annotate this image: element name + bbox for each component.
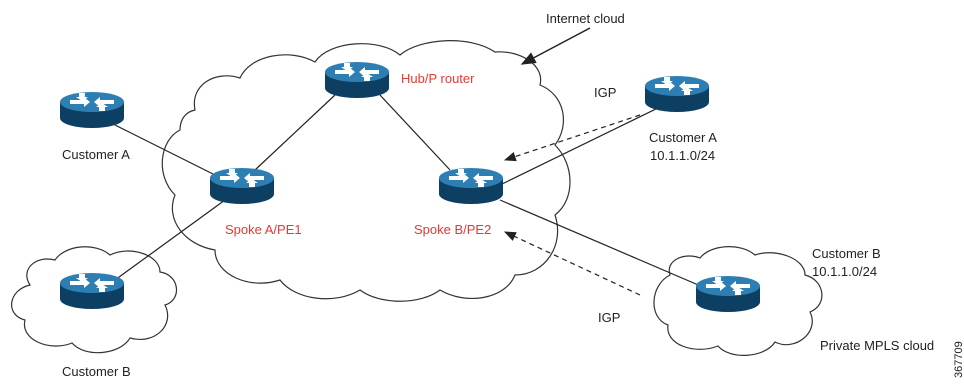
igp-label-top: IGP xyxy=(594,85,616,100)
private-mpls-cloud-label: Private MPLS cloud xyxy=(820,338,934,353)
internet-cloud-pointer-arrow xyxy=(520,27,591,65)
link-hub-spoke-b xyxy=(379,94,451,171)
customer-b-left-label: Customer B xyxy=(62,364,131,379)
link-spoke-a-customer-b xyxy=(114,199,226,281)
internet-cloud-label: Internet cloud xyxy=(546,11,625,26)
spoke-b-label: Spoke B/PE2 xyxy=(414,222,491,237)
igp-arrow-bottom xyxy=(503,231,641,296)
router-icon xyxy=(645,76,709,112)
igp-label-bottom: IGP xyxy=(598,310,620,325)
figure-id: 367709 xyxy=(953,341,964,378)
router-icon xyxy=(210,168,274,204)
internet-cloud-shape xyxy=(161,40,571,302)
spoke-a-label: Spoke A/PE1 xyxy=(225,222,302,237)
customer-a-right-label: Customer A xyxy=(649,130,717,145)
link-spoke-a-hub xyxy=(254,94,336,171)
igp-arrow-top xyxy=(503,114,641,162)
router-icon xyxy=(325,62,389,98)
customer-a-right-subnet: 10.1.1.0/24 xyxy=(650,148,715,163)
link-spoke-b-customer-b xyxy=(499,199,711,291)
router-icon xyxy=(439,168,503,204)
link-customer-a-spoke-a xyxy=(114,124,226,181)
customer-b-right-label: Customer B xyxy=(812,246,881,261)
hub-router-label: Hub/P router xyxy=(401,71,475,86)
router-icon xyxy=(60,92,124,128)
router-icon xyxy=(60,273,124,309)
customer-b-right-subnet: 10.1.1.0/24 xyxy=(812,264,877,279)
router-icon xyxy=(696,276,760,312)
customer-a-left-label: Customer A xyxy=(62,147,130,162)
